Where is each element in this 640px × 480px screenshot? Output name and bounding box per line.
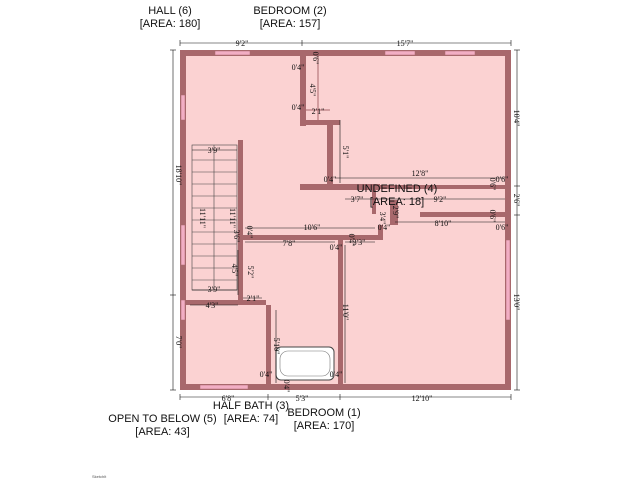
dim-bed2-bottom: 12'8": [412, 169, 429, 178]
room-label-hall: HALL (6) [AREA: 180]: [135, 5, 205, 31]
dim-bath-h: 5'10": [272, 338, 281, 355]
room-name-hall: HALL (6): [148, 5, 192, 17]
dim-bed1-v: 11'0": [341, 304, 350, 320]
dim-closet-h: 4'5": [308, 84, 317, 97]
dim-left-upper: 18'10": [174, 165, 183, 186]
bathtub-inner: [279, 350, 331, 377]
room-area-half-bath: [AREA: 74]: [223, 413, 279, 425]
dim-closet-w: 2'1": [312, 107, 325, 116]
room-name-bedroom-2: BEDROOM (2): [253, 5, 327, 17]
dim-hall-w3: 3'3": [353, 238, 366, 247]
dim-closet-top: 0'4": [292, 63, 305, 72]
room-label-open-to-below: OPEN TO BELOW (5) [AREA: 43]: [105, 413, 220, 439]
dim-bath-bot1: 0'4": [260, 370, 273, 379]
dim-stair-lower-v: 4'5": [230, 264, 239, 277]
dim-stair-bottom: 3'9": [208, 285, 221, 294]
dim-stair-right-v: 11'11": [228, 208, 237, 228]
dimension-lines: [170, 40, 520, 400]
dim-undef-v1: 3'4": [378, 212, 387, 225]
dim-right-mid: 2'6": [512, 194, 521, 207]
dim-bath-bot2: 0'4": [330, 370, 343, 379]
dim-undef-small: 0'4": [378, 223, 391, 232]
dim-closet-b: 0'4": [292, 103, 305, 112]
dim-stair-left-v: 11'11": [198, 208, 207, 228]
dim-stair-lower-w: 2'1": [247, 294, 260, 303]
dim-hall-w: 10'6": [304, 223, 321, 232]
dim-hall-small2: 0'4": [347, 234, 356, 247]
dim-bed2-left: 0'4": [324, 175, 337, 184]
dim-undef-w2: 9'2": [434, 195, 447, 204]
dim-stair-wall-v: 0'4": [245, 226, 254, 239]
dim-open-w: 4'3": [206, 301, 219, 310]
dim-top-right: 15'7": [397, 39, 414, 48]
room-name-undefined: UNDEFINED (4): [356, 183, 438, 195]
dim-undef-right1: 0'6": [496, 175, 509, 184]
watermark: Sketchlt: [92, 474, 107, 479]
room-name-bedroom-1: BEDROOM (1): [287, 407, 361, 419]
dim-right-mid-v: 0'6": [488, 210, 497, 223]
dim-bottom-left: 6'8": [222, 394, 235, 403]
exterior-walls: [180, 50, 511, 390]
room-name-open-to-below: OPEN TO BELOW (5): [108, 413, 217, 425]
dim-right-upper: 10'4": [512, 110, 521, 127]
room-name-half-bath: HALF BATH (3): [212, 400, 290, 412]
dim-undef-v3: 0'6": [488, 178, 497, 191]
dim-bed1-small: 0'4": [282, 380, 291, 393]
dim-stair-offset: 3'6": [232, 230, 241, 243]
dim-top-left: 9'2": [236, 39, 249, 48]
dim-undef-w1: 3'7": [351, 195, 364, 204]
room-area-bedroom-1: [AREA: 170]: [293, 420, 355, 432]
room-label-half-bath: HALF BATH (3) [AREA: 74]: [210, 400, 292, 426]
dim-undef-v2: 2'9": [391, 206, 400, 219]
dim-bed2-inner-h: 5'1": [341, 146, 350, 159]
room-label-bedroom-2: BEDROOM (2) [AREA: 157]: [250, 5, 330, 31]
windows: [180, 50, 511, 390]
room-area-hall: [AREA: 180]: [139, 18, 201, 30]
dim-bottom-mid: 5'3": [296, 394, 309, 403]
room-area-undefined: [AREA: 18]: [369, 196, 425, 208]
dim-bottom-right: 12'10": [412, 394, 433, 403]
room-label-bedroom-1: BEDROOM (1) [AREA: 170]: [284, 407, 364, 433]
room-label-undefined: UNDEFINED (4) [AREA: 18]: [352, 183, 442, 209]
dim-undef-right2: 0'6": [496, 223, 509, 232]
dim-right-lower: 13'0": [512, 294, 521, 311]
interior-walls: [186, 56, 505, 385]
dim-wall-h1: 0'6": [311, 52, 320, 65]
dim-hall-small: 0'4": [330, 243, 343, 252]
dim-hall-w2: 7'8": [283, 239, 296, 248]
room-area-open-to-below: [AREA: 43]: [135, 426, 190, 438]
dim-stair-top: 3'9": [208, 146, 221, 155]
dim-bath-upper-v: 5'2": [246, 266, 255, 279]
dim-left-lower: 7'0": [174, 336, 183, 349]
dim-right-hall-w: 8'10": [435, 219, 452, 228]
room-area-bedroom-2: [AREA: 157]: [259, 18, 321, 30]
closet-lines: [306, 56, 330, 120]
